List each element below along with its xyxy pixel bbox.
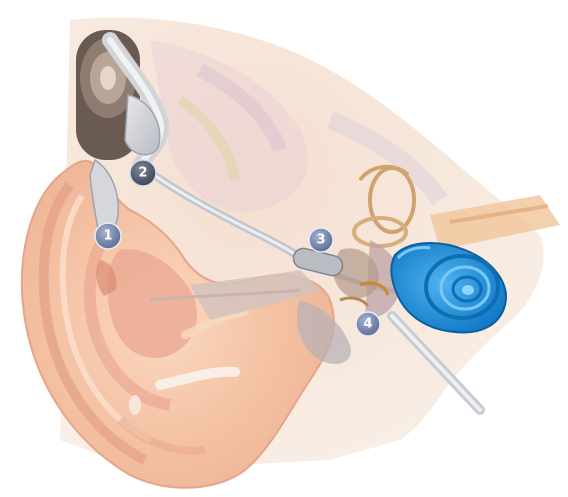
- marker-1-label: 1: [103, 229, 112, 244]
- marker-2-label: 2: [138, 166, 147, 181]
- marker-4-label: 4: [363, 317, 372, 332]
- marker-4: 4: [356, 312, 380, 336]
- marker-3: 3: [309, 228, 333, 252]
- marker-2: 2: [130, 160, 156, 186]
- marker-1: 1: [95, 223, 121, 249]
- marker-3-label: 3: [316, 233, 325, 248]
